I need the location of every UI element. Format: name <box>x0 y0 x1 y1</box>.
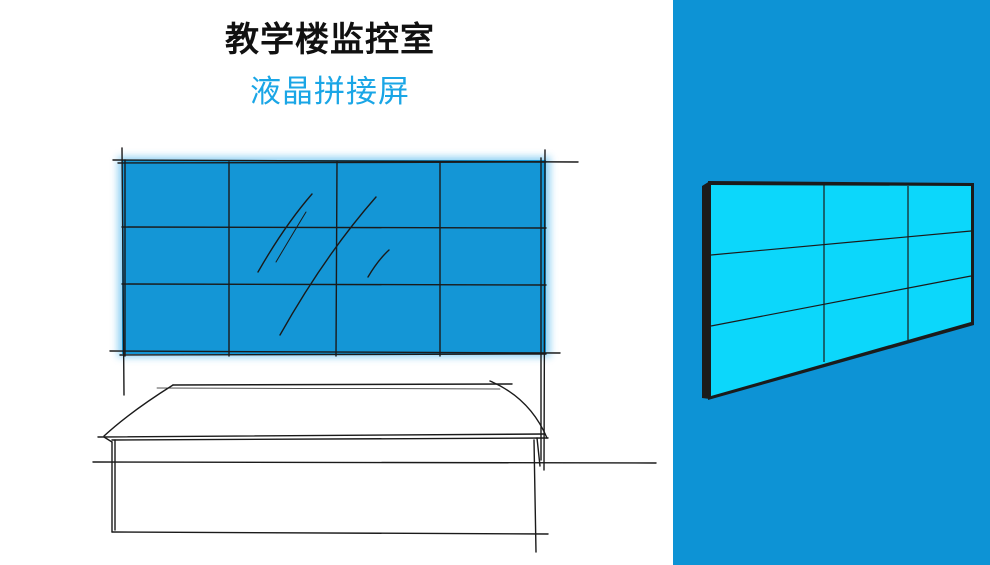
sketch-desk <box>92 380 657 553</box>
page-subtitle: 液晶拼接屏 <box>250 74 410 110</box>
sketch-video-wall <box>122 160 546 354</box>
product-wall-screen <box>711 185 971 396</box>
sketch-illustration <box>92 147 657 553</box>
sketch-wall-lines <box>109 147 579 471</box>
product-wall-grid <box>710 185 972 362</box>
page-title: 教学楼监控室 <box>225 20 435 60</box>
